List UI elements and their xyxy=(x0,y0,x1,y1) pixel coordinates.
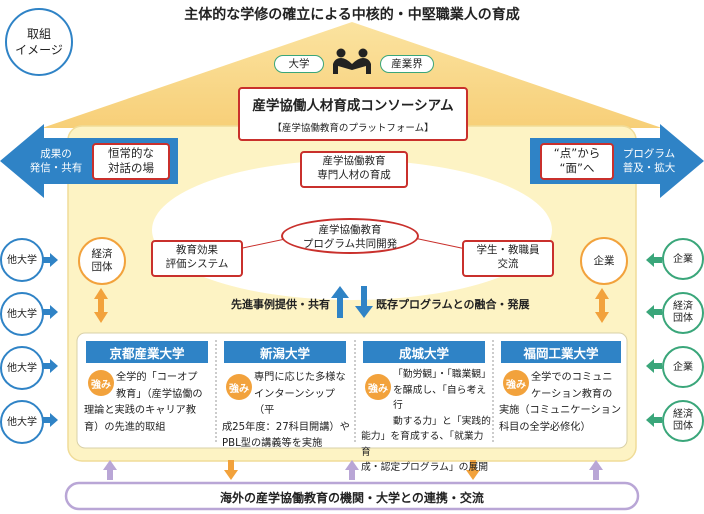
university-kyoto-sangyo: 京都産業大学 xyxy=(86,341,208,363)
outside-economic-group-2: 経済団体 xyxy=(662,400,704,442)
consortium-subtitle: 【産学協働教育のプラットフォーム】 xyxy=(272,123,434,134)
consortium-box: 産学協働人材育成コンソーシアム 【産学協働教育のプラットフォーム】 xyxy=(238,87,468,141)
university-panel xyxy=(76,332,628,449)
case-sharing-label: 先進事例提供・共有 xyxy=(231,298,330,311)
university-tag: 大学 xyxy=(274,55,324,73)
bottom-arrows xyxy=(103,460,603,480)
up-arrow xyxy=(331,286,349,318)
economic-group-circle: 経済団体 xyxy=(78,237,126,285)
down-arrow xyxy=(355,286,373,318)
left-side-arrows xyxy=(42,253,58,427)
left-arrow-label: 成果の発信・共有 xyxy=(29,148,83,174)
university-niigata: 新潟大学 xyxy=(224,341,346,363)
university-fukuoka-tech: 福岡工業大学 xyxy=(501,341,621,363)
university-description: 全学でのコミュニ ケーション教育の 実施（コミュニケーション 科目の全学必修化） xyxy=(499,372,622,433)
right-double-arrow xyxy=(595,288,609,323)
outside-company-2: 企業 xyxy=(662,346,704,388)
right-arrow-label: プログラム普及・拡大 xyxy=(622,148,676,174)
dialogue-box: 恒常的な対話の場 xyxy=(92,143,170,180)
program-fusion-label: 既存プログラムとの融合・発展 xyxy=(376,298,530,311)
page-title: 主体的な学修の確立による中核的・中堅職業人の育成 xyxy=(184,7,520,23)
left-double-arrow xyxy=(94,288,108,323)
other-university-2: 他大学 xyxy=(0,292,44,336)
exchange-box: 学生・教職員交流 xyxy=(462,240,554,277)
outside-economic-group-1: 経済団体 xyxy=(662,292,704,334)
strength-badge: 強み xyxy=(226,374,252,400)
university-seijo: 成城大学 xyxy=(363,341,485,363)
handshake-icon xyxy=(333,48,371,74)
company-circle: 企業 xyxy=(580,237,628,285)
joint-development-oval: 産学協働教育プログラム共同開発 xyxy=(281,218,419,254)
industry-tag: 産業界 xyxy=(380,55,434,73)
expert-training-box: 産学協働教育専門人材の育成 xyxy=(300,151,408,188)
consortium-title: 産学協働人材育成コンソーシアム xyxy=(252,98,454,114)
strength-badge: 強み xyxy=(503,370,529,396)
overseas-collaboration-label: 海外の産学協働教育の機関・大学との連携・交流 xyxy=(220,491,484,505)
other-university-4: 他大学 xyxy=(0,400,44,444)
university-description: 「勤労観」・「職業観」 を醸成し、「自ら考え行 動する力」と「実践的 能力」を育… xyxy=(361,369,491,473)
university-description: 全学的「コーオプ 教育」（産学協働の 理論と実践のキャリア教 育）の先進的取組 xyxy=(84,372,203,433)
outside-company-1: 企業 xyxy=(662,238,704,280)
bottom-bar-frame xyxy=(64,481,640,511)
image-badge: 取組イメージ xyxy=(5,8,73,76)
strength-badge: 強み xyxy=(88,370,114,396)
other-university-3: 他大学 xyxy=(0,346,44,390)
strength-badge: 強み xyxy=(365,374,391,400)
other-university-1: 他大学 xyxy=(0,238,44,282)
point-to-plane-box: “点”から“面”へ xyxy=(540,143,614,180)
university-description: 専門に応じた多様な インターンシップ（平 成25年度：27科目開講）や PBL型… xyxy=(222,372,350,449)
roof-shape xyxy=(42,22,662,128)
right-side-arrows xyxy=(646,253,662,427)
evaluation-system-box: 教育効果評価システム xyxy=(151,240,243,277)
